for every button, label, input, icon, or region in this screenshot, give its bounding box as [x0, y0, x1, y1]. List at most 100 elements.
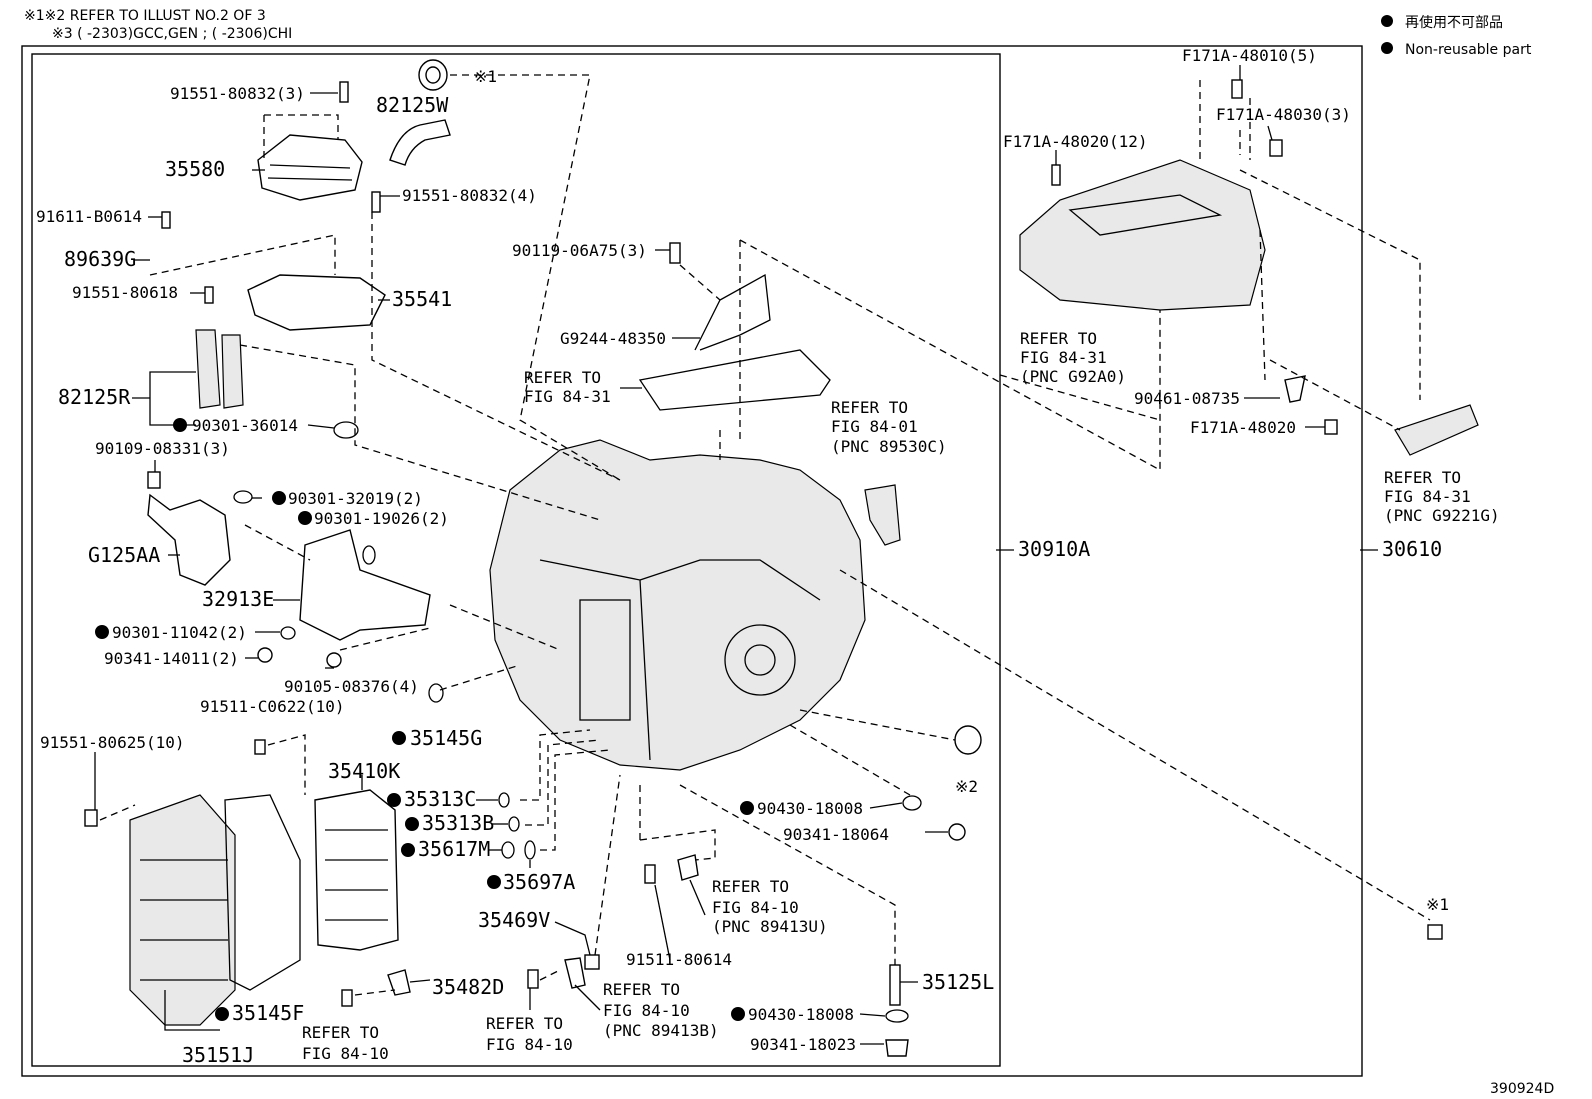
legend-dot-icon: [1381, 42, 1393, 54]
plate-35541-drawing: [247, 274, 386, 331]
oil-pan-drawing: [129, 794, 236, 1026]
label-90301-19026-2: 90301-19026(2): [314, 509, 449, 528]
seal-ring-inner-drawing: [425, 66, 441, 84]
inner-frame: [31, 53, 1001, 1067]
plug-90341-b-drawing: [885, 1039, 909, 1057]
label-35482d: 35482D: [432, 975, 504, 999]
label-91551-80832-4: 91551-80832(4): [402, 186, 537, 205]
pan-gasket-drawing: [224, 794, 301, 991]
label-90461-08735: 90461-08735: [1134, 389, 1240, 408]
label-91551-80618: 91551-80618: [72, 283, 178, 302]
label-35145g: 35145G: [410, 726, 482, 750]
label-30910a: 30910A: [1018, 537, 1090, 561]
pipe-82125w-drawing: [389, 119, 451, 166]
label-f171a-48020-12: F171A-48020(12): [1003, 132, 1148, 151]
label-91511-c0622-10: 91511-C0622(10): [200, 697, 345, 716]
transaxle-case-drawing: [489, 439, 866, 771]
label-ref-1-top: ※1: [474, 67, 497, 86]
leader-lines: [94, 65, 1378, 1045]
label-pnc-89530c: (PNC 89530C): [831, 437, 947, 456]
harness-82125r-drawing-b: [221, 334, 244, 409]
non-reusable-markers: [95, 418, 754, 1021]
label-f171a-48030-3: F171A-48030(3): [1216, 105, 1351, 124]
label-91611-b0614: 91611-B0614: [36, 207, 142, 226]
label-90301-11042-2: 90301-11042(2): [112, 623, 247, 642]
label-82125w: 82125W: [376, 93, 449, 117]
label-35541: 35541: [392, 287, 452, 311]
label-fig-84-31-e: FIG 84-31: [524, 387, 611, 406]
label-35617m: 35617M: [418, 837, 490, 861]
gasket-90430-b-drawing: [885, 1009, 909, 1023]
plate-84-31-drawing: [1394, 404, 1479, 456]
label-35313b: 35313B: [422, 811, 494, 835]
label-82125r: 82125R: [58, 385, 131, 409]
bolt-icons: [84, 79, 1443, 1007]
label-90119-06a75-3: 90119-06A75(3): [512, 241, 647, 260]
tube-g125aa-drawing: [147, 493, 231, 586]
valve-body-drawing: [314, 789, 399, 951]
label-f171a-48010-5: F171A-48010(5): [1182, 46, 1317, 65]
label-refer-to-g: REFER TO: [1020, 329, 1097, 348]
label-35469v: 35469V: [478, 908, 550, 932]
label-ref-2: ※2: [955, 777, 978, 796]
label-90430-18008-a: 90430-18008: [757, 799, 863, 818]
pipe-35125l-drawing: [889, 964, 901, 1006]
inverter-drawing: [1019, 159, 1266, 311]
label-35151j: 35151J: [182, 1043, 254, 1067]
label-fig-84-31-g: FIG 84-31: [1020, 348, 1107, 367]
label-35580: 35580: [165, 157, 225, 181]
header-note-1: ※1※2 REFER TO ILLUST NO.2 OF 3: [24, 8, 266, 24]
label-pnc-g9221g: (PNC G9221G): [1384, 506, 1500, 525]
label-ref-1-bottom: ※1: [1426, 895, 1449, 914]
label-35410k: 35410K: [328, 759, 400, 783]
label-91551-80832-3: 91551-80832(3): [170, 84, 305, 103]
label-g9244-48350: G9244-48350: [560, 329, 666, 348]
label-g125aa: G125AA: [88, 543, 160, 567]
label-fig-84-10-b: FIG 84-10: [486, 1035, 573, 1054]
label-pnc-g92a0: (PNC G92A0): [1020, 367, 1126, 386]
connector-drawing: [864, 484, 901, 546]
label-refer-to-c: REFER TO: [603, 980, 680, 999]
outer-frame: [21, 45, 1363, 1077]
footer-code: 390924D: [1490, 1081, 1554, 1097]
label-32913e: 32913E: [202, 587, 274, 611]
label-90105-08376-4: 90105-08376(4): [284, 677, 419, 696]
bracket-32913e-drawing: [299, 529, 431, 641]
label-35145f: 35145F: [232, 1001, 304, 1025]
seal-2-drawing: [954, 725, 982, 755]
label-fig-84-10-c: FIG 84-10: [603, 1001, 690, 1020]
label-refer-to-f: REFER TO: [831, 398, 908, 417]
label-refer-to-b: REFER TO: [486, 1014, 563, 1033]
gasket-90430-drawing: [902, 795, 922, 811]
label-90301-36014: 90301-36014: [192, 416, 298, 435]
label-fig-84-31-h: FIG 84-31: [1384, 487, 1471, 506]
label-90430-18008-b: 90430-18008: [748, 1005, 854, 1024]
legend-jp: 再使用不可部品: [1405, 14, 1503, 31]
gasket-drawing: [638, 349, 831, 411]
label-90301-32019-2: 90301-32019(2): [288, 489, 423, 508]
label-90341-18023: 90341-18023: [750, 1035, 856, 1054]
label-fig-84-10-a: FIG 84-10: [302, 1044, 389, 1063]
part-labels: 91551-80832(3) 82125W ※1 35580 91551-808…: [36, 46, 1500, 1067]
dashed-lines: [99, 74, 1431, 996]
header-note-2: ※3 ( -2303)GCC,GEN ; ( -2306)CHI: [52, 26, 292, 42]
label-35313c: 35313C: [404, 787, 476, 811]
label-pnc-89413b: (PNC 89413B): [603, 1021, 719, 1040]
label-90341-18064: 90341-18064: [783, 825, 889, 844]
label-35697a: 35697A: [503, 870, 575, 894]
bracket-g9244-drawing: [694, 273, 771, 351]
legend-en: Non-reusable part: [1405, 42, 1532, 58]
label-91511-80614: 91511-80614: [626, 950, 732, 969]
label-89639g: 89639G: [64, 247, 136, 271]
label-f171a-48020: F171A-48020: [1190, 418, 1296, 437]
label-fig-84-01: FIG 84-01: [831, 417, 918, 436]
label-91551-80625-10: 91551-80625(10): [40, 733, 185, 752]
label-30610: 30610: [1382, 537, 1442, 561]
plug-90341-drawing: [948, 823, 966, 841]
label-fig-84-10-d: FIG 84-10: [712, 898, 799, 917]
label-35125l: 35125L: [922, 970, 994, 994]
label-refer-to-d: REFER TO: [712, 877, 789, 896]
o-ring-drawing: [333, 421, 359, 439]
harness-82125r-drawing: [195, 329, 221, 409]
